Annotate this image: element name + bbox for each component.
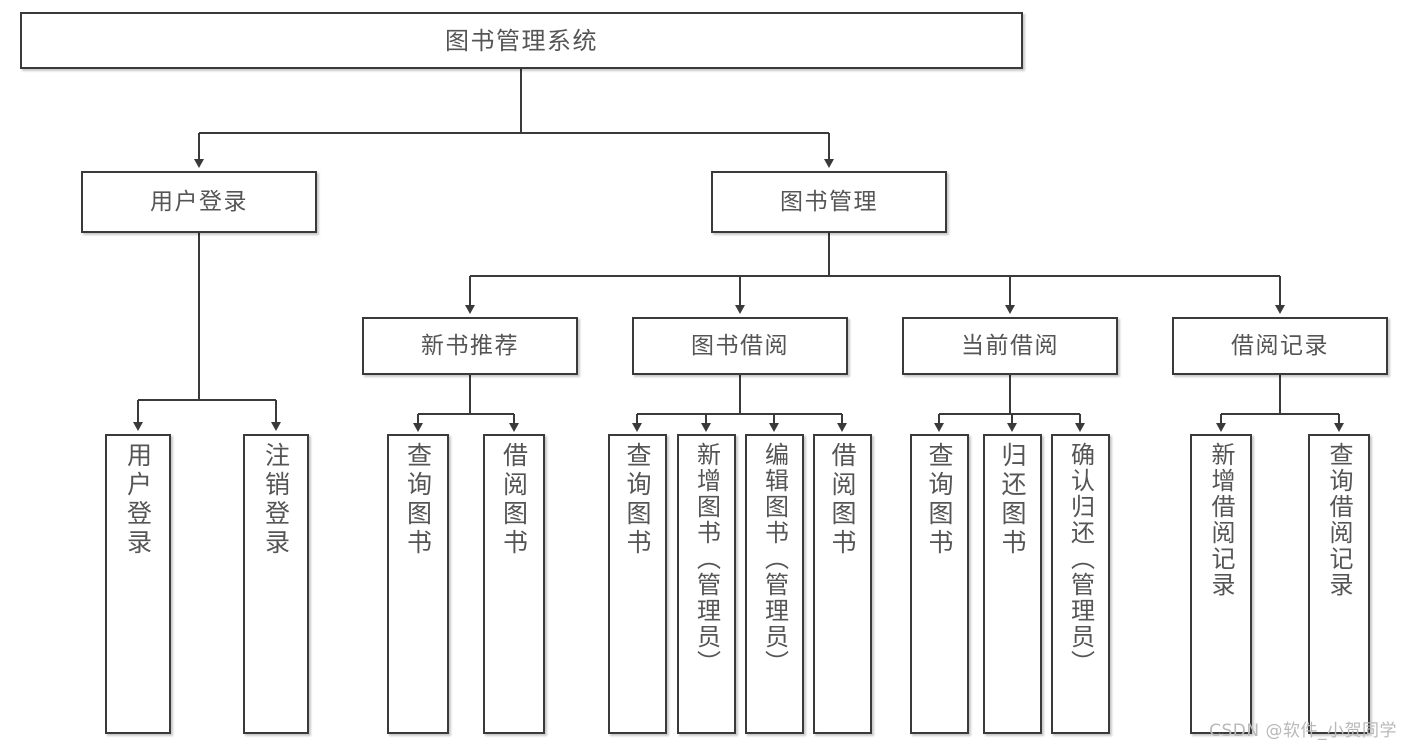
node-leaf-user-login-label: 用户登录 [123, 442, 153, 558]
node-book-manage[interactable]: 图书管理 [711, 171, 947, 233]
node-leaf-query-book-3[interactable]: 查询图书 [910, 434, 969, 734]
node-leaf-query-book-2[interactable]: 查询图书 [608, 434, 667, 734]
node-root[interactable]: 图书管理系统 [20, 12, 1023, 69]
node-leaf-query-record[interactable]: 查询借阅记录 [1308, 434, 1370, 734]
csdn-watermark: CSDN @软件_小贺同学 [1209, 721, 1397, 741]
node-leaf-query-book-2-label: 查询图书 [623, 442, 652, 558]
node-leaf-add-record-label: 新增借阅记录 [1207, 442, 1235, 598]
node-book-manage-label: 图书管理 [780, 188, 878, 215]
node-leaf-add-record[interactable]: 新增借阅记录 [1190, 434, 1252, 734]
node-leaf-edit-book[interactable]: 编辑图书（管理员） [745, 434, 804, 734]
node-current-borrow[interactable]: 当前借阅 [902, 317, 1118, 375]
node-new-book-recommend-label: 新书推荐 [421, 332, 519, 359]
node-leaf-edit-book-label: 编辑图书（管理员） [760, 442, 789, 676]
node-leaf-add-book-label: 新增图书（管理员） [692, 442, 721, 676]
node-leaf-query-book-3-label: 查询图书 [925, 442, 954, 558]
node-leaf-user-login[interactable]: 用户登录 [105, 434, 171, 734]
node-current-borrow-label: 当前借阅 [961, 332, 1059, 359]
node-user-login[interactable]: 用户登录 [81, 171, 317, 233]
node-leaf-query-book-1-label: 查询图书 [403, 442, 433, 558]
node-leaf-query-record-label: 查询借阅记录 [1325, 442, 1353, 598]
node-leaf-return-book-label: 归还图书 [998, 442, 1027, 558]
node-leaf-return-book[interactable]: 归还图书 [983, 434, 1042, 734]
node-leaf-user-logout-label: 注销登录 [261, 442, 291, 558]
node-user-login-label: 用户登录 [150, 188, 248, 215]
node-leaf-add-book[interactable]: 新增图书（管理员） [677, 434, 736, 734]
node-borrow-record-label: 借阅记录 [1231, 332, 1329, 359]
node-leaf-borrow-book-1-label: 借阅图书 [499, 442, 529, 558]
node-leaf-query-book-1[interactable]: 查询图书 [387, 434, 449, 734]
node-borrow-record[interactable]: 借阅记录 [1172, 317, 1388, 375]
node-new-book-recommend[interactable]: 新书推荐 [362, 317, 578, 375]
node-leaf-borrow-book-2[interactable]: 借阅图书 [813, 434, 872, 734]
node-root-label: 图书管理系统 [445, 26, 598, 55]
node-leaf-confirm-return[interactable]: 确认归还（管理员） [1051, 434, 1110, 734]
node-leaf-user-logout[interactable]: 注销登录 [243, 434, 309, 734]
node-leaf-confirm-return-label: 确认归还（管理员） [1066, 442, 1095, 676]
node-leaf-borrow-book-1[interactable]: 借阅图书 [483, 434, 545, 734]
node-book-borrow[interactable]: 图书借阅 [632, 317, 848, 375]
node-book-borrow-label: 图书借阅 [691, 332, 789, 359]
node-leaf-borrow-book-2-label: 借阅图书 [828, 442, 857, 558]
